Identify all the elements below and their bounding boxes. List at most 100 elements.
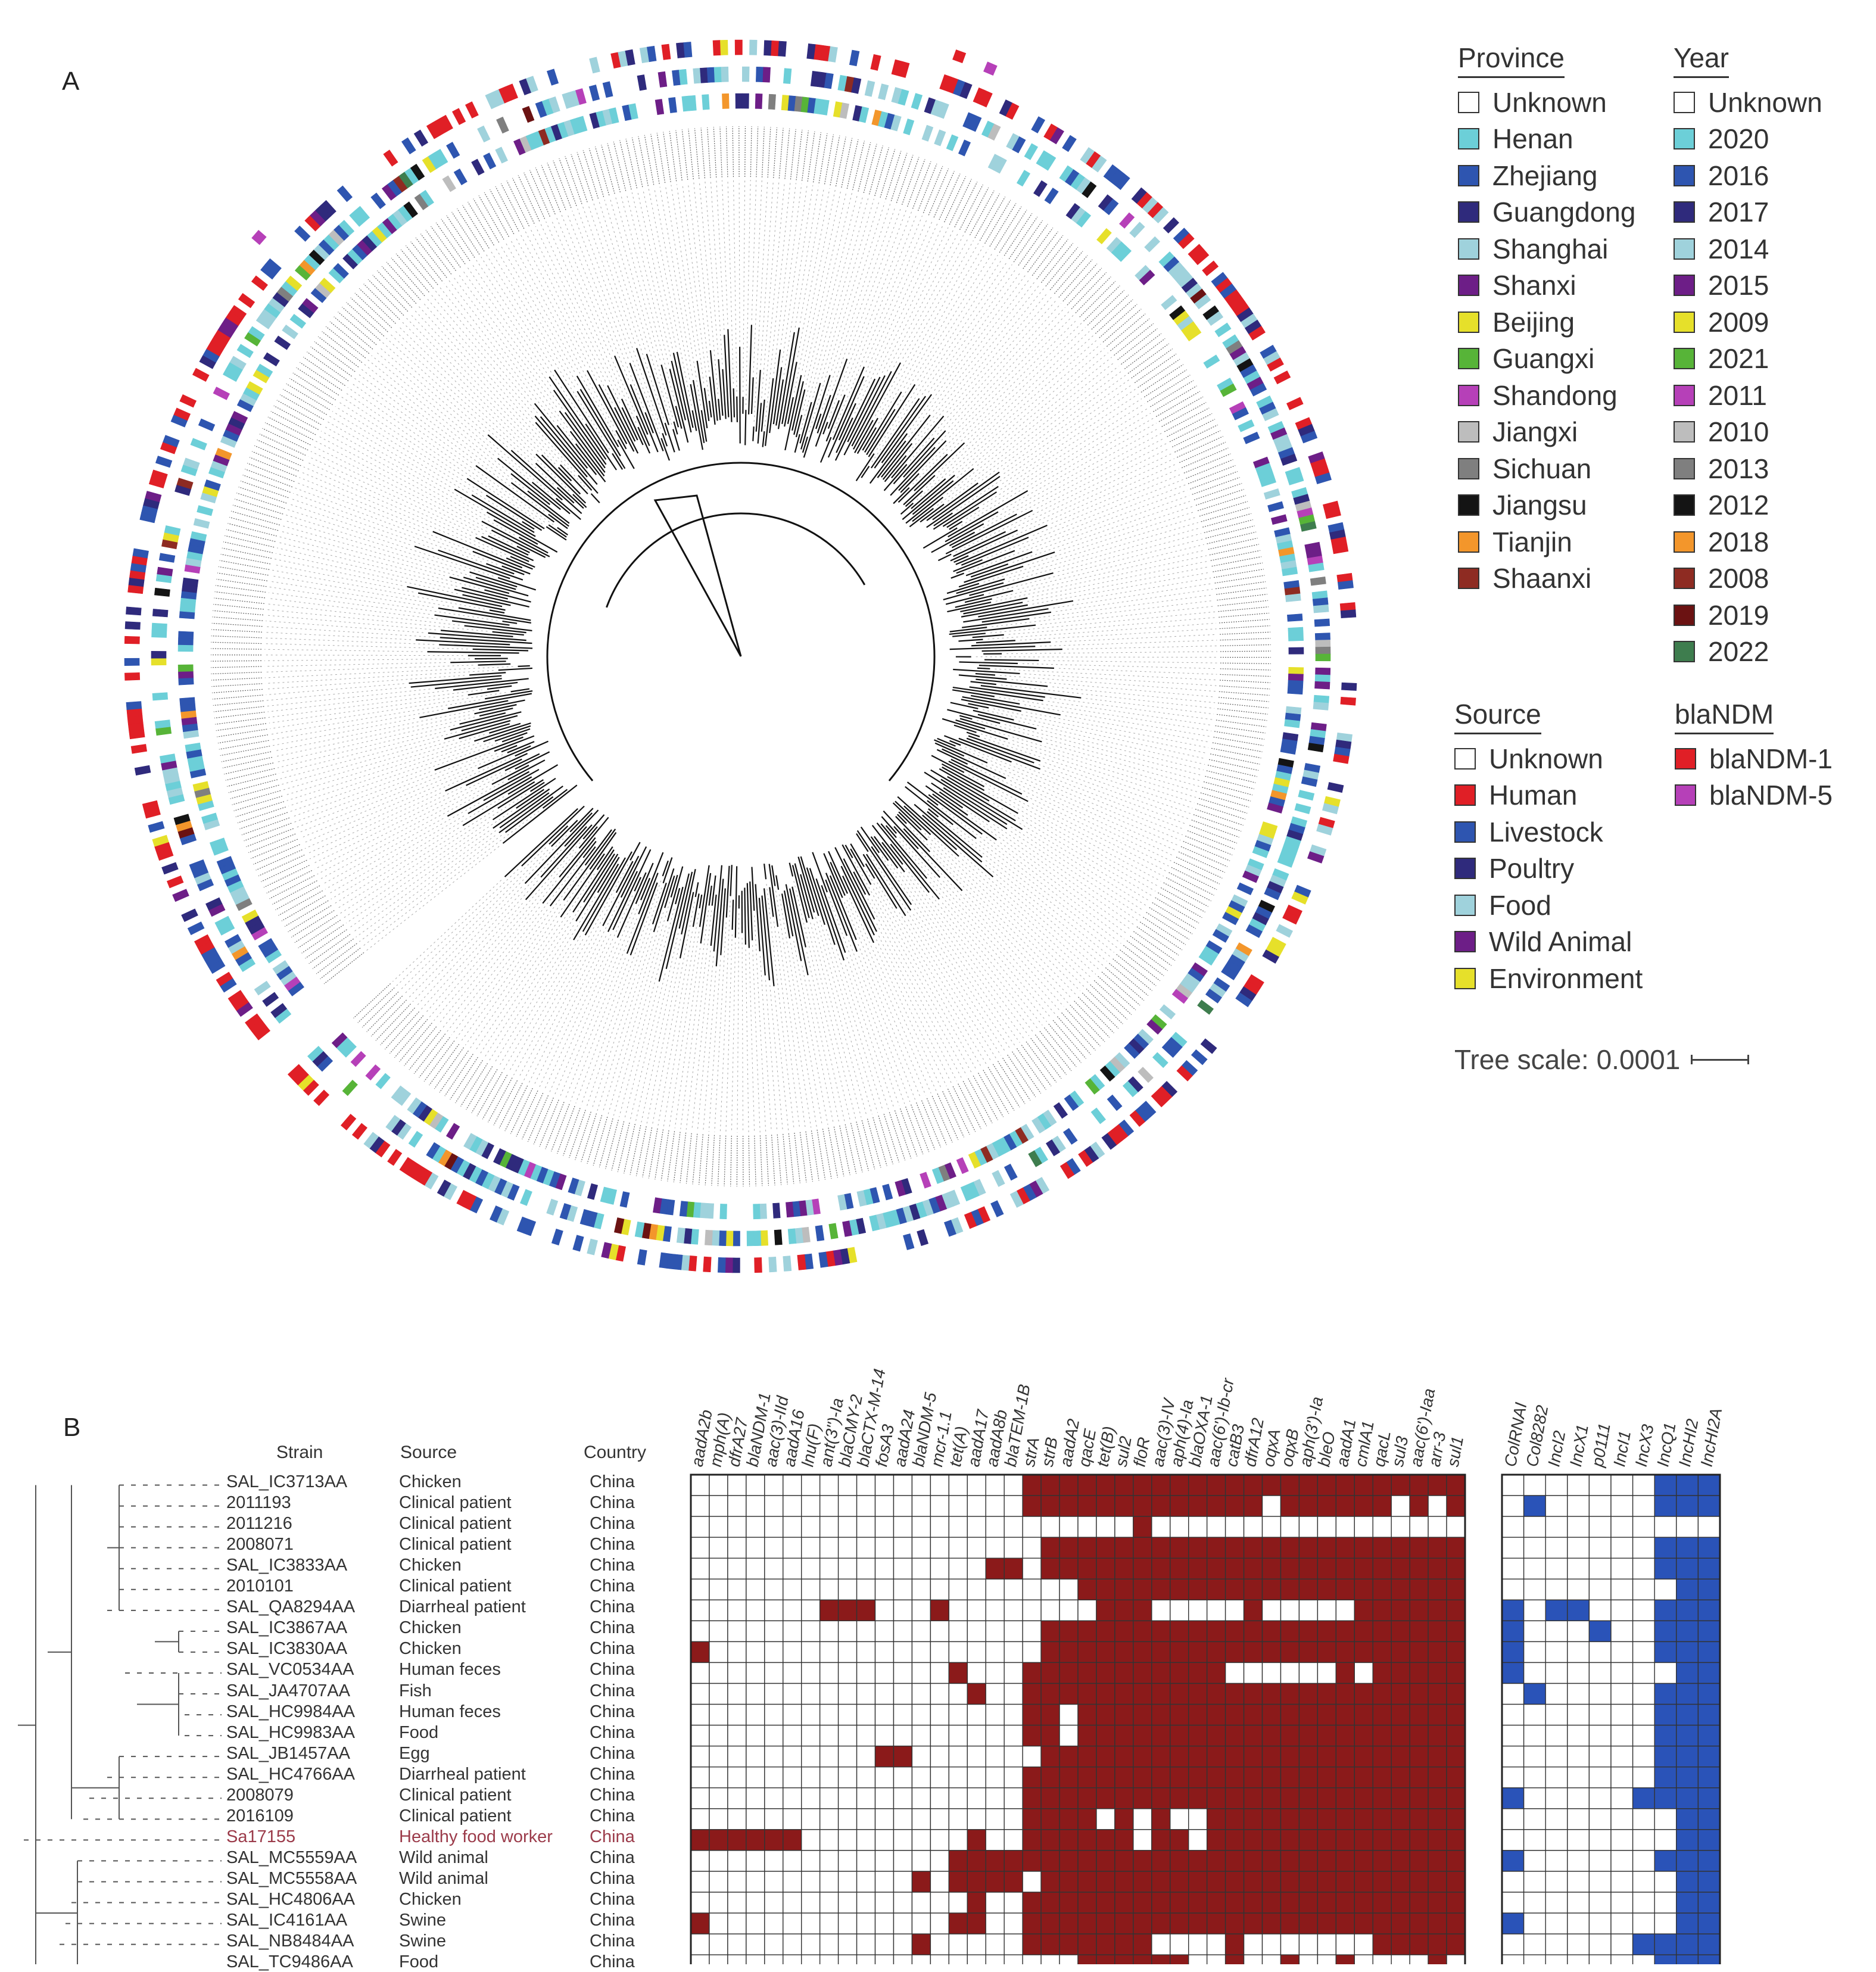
plasmid-heatmap-cell [1568,1705,1590,1725]
gene-heatmap-cell [1336,1641,1354,1662]
gene-heatmap-cell [1170,1641,1189,1662]
gene-heatmap-cell [893,1496,912,1516]
gene-heatmap-cell [949,1892,967,1913]
gene-heatmap-cell [893,1705,912,1725]
source-ring-segment [783,1256,791,1272]
source-ring-segment [725,1258,733,1273]
province-ring-segment [668,97,677,113]
province-ring-segment [688,95,696,111]
gene-heatmap-cell [802,1579,820,1600]
gene-heatmap-cell [986,1600,1004,1621]
leaf-label [587,1115,602,1163]
leaf-label [1046,247,1078,286]
leaf-label [213,610,263,615]
year-ring-segment [1145,236,1160,252]
leaf-label [226,529,276,541]
leaf-label [1220,674,1270,676]
gene-heatmap-cell [1317,1516,1336,1537]
gene-heatmap-cell [1317,1955,1336,1964]
gene-heatmap-cell [1096,1579,1115,1600]
gene-heatmap-cell [893,1809,912,1830]
plasmid-heatmap-cell [1676,1662,1699,1683]
leaf-guide [329,416,450,487]
gene-heatmap-cell [1244,1746,1263,1767]
leaf-label [680,1133,686,1183]
leaf-label [316,943,357,974]
gene-heatmap-cell [893,1850,912,1871]
year-legend-item: 2009 [1674,304,1822,341]
leaf-guide [448,280,573,440]
tree-branch [498,668,532,670]
gene-heatmap-cell [1280,1579,1299,1600]
tree-branch [680,872,693,929]
gene-heatmap-cell [1244,1788,1263,1809]
leaf-guide [872,899,967,1076]
gene-heatmap-cell [746,1809,765,1830]
gene-heatmap-cell [765,1892,783,1913]
leaf-label [862,1120,874,1169]
gene-heatmap-cell [709,1600,728,1621]
gene-heatmap-cell [1041,1662,1059,1683]
leaf-guide [576,959,629,1103]
leaf-label [234,796,282,811]
province-legend-item: Shaanxi [1458,560,1635,597]
gene-heatmap-cell [1059,1621,1078,1641]
leaf-guide [504,936,581,1070]
gene-heatmap-cell [1299,1600,1317,1621]
gene-heatmap-cell [912,1475,930,1496]
gene-heatmap-cell [1244,1516,1263,1537]
leaf-guide [877,228,948,375]
leaf-guide [267,691,448,712]
leaf-guide [995,669,1217,680]
source-ring-segment [167,876,183,888]
year-legend-swatch [1674,494,1695,516]
gene-heatmap-cell [1226,1475,1244,1496]
gene-heatmap-cell [1059,1892,1078,1913]
gene-heatmap-cell [1226,1788,1244,1809]
gene-heatmap-cell [1354,1600,1373,1621]
gene-heatmap-cell [857,1746,875,1767]
province-ring-segment [1237,883,1253,895]
leaf-label [1212,557,1261,566]
leaf-label [1159,397,1203,422]
gene-heatmap-cell [691,1913,709,1934]
leaf-guide [467,267,551,387]
source-ring-segment [755,1257,762,1272]
gene-heatmap-cell [1133,1809,1152,1830]
gene-heatmap-cell [1189,1475,1207,1496]
gene-heatmap-cell [1336,1537,1354,1558]
leaf-label [870,145,883,194]
plasmid-heatmap-cell [1589,1579,1611,1600]
gene-heatmap-cell [802,1621,820,1641]
leaf-guide [794,941,828,1125]
leaf-label [789,1133,793,1184]
gene-heatmap-cell [930,1913,949,1934]
leaf-label [1217,709,1267,714]
plasmid-heatmap-cell [1589,1746,1611,1767]
gene-heatmap-cell [1078,1725,1096,1746]
gene-heatmap-cell [1373,1516,1391,1537]
gene-heatmap-cell [949,1600,967,1621]
plasmid-heatmap-cell [1676,1621,1699,1641]
gene-heatmap-cell [1115,1809,1133,1830]
leaf-guide [326,421,482,510]
leaf-label [1164,883,1208,906]
gene-heatmap-cell [1263,1725,1281,1746]
plasmid-heatmap-cell [1654,1892,1676,1913]
plasmid-heatmap-cell [1524,1516,1546,1537]
gene-heatmap-cell [802,1475,820,1496]
plasmid-heatmap-cell [1654,1850,1676,1871]
tree-branch [979,665,1054,668]
gene-heatmap-cell [1152,1767,1170,1788]
gene-heatmap-cell [1041,1496,1059,1516]
leaf-guide [844,902,926,1096]
gene-heatmap-cell [1189,1496,1207,1516]
plasmid-heatmap-cell [1611,1830,1633,1850]
gene-heatmap-cell [746,1621,765,1641]
province-ring-segment [275,336,291,350]
leaf-label [440,1051,468,1092]
tree-branch [693,380,704,443]
gene-heatmap-cell [1354,1684,1373,1705]
leaf-label [937,1094,958,1140]
gene-heatmap-cell [1096,1913,1115,1934]
